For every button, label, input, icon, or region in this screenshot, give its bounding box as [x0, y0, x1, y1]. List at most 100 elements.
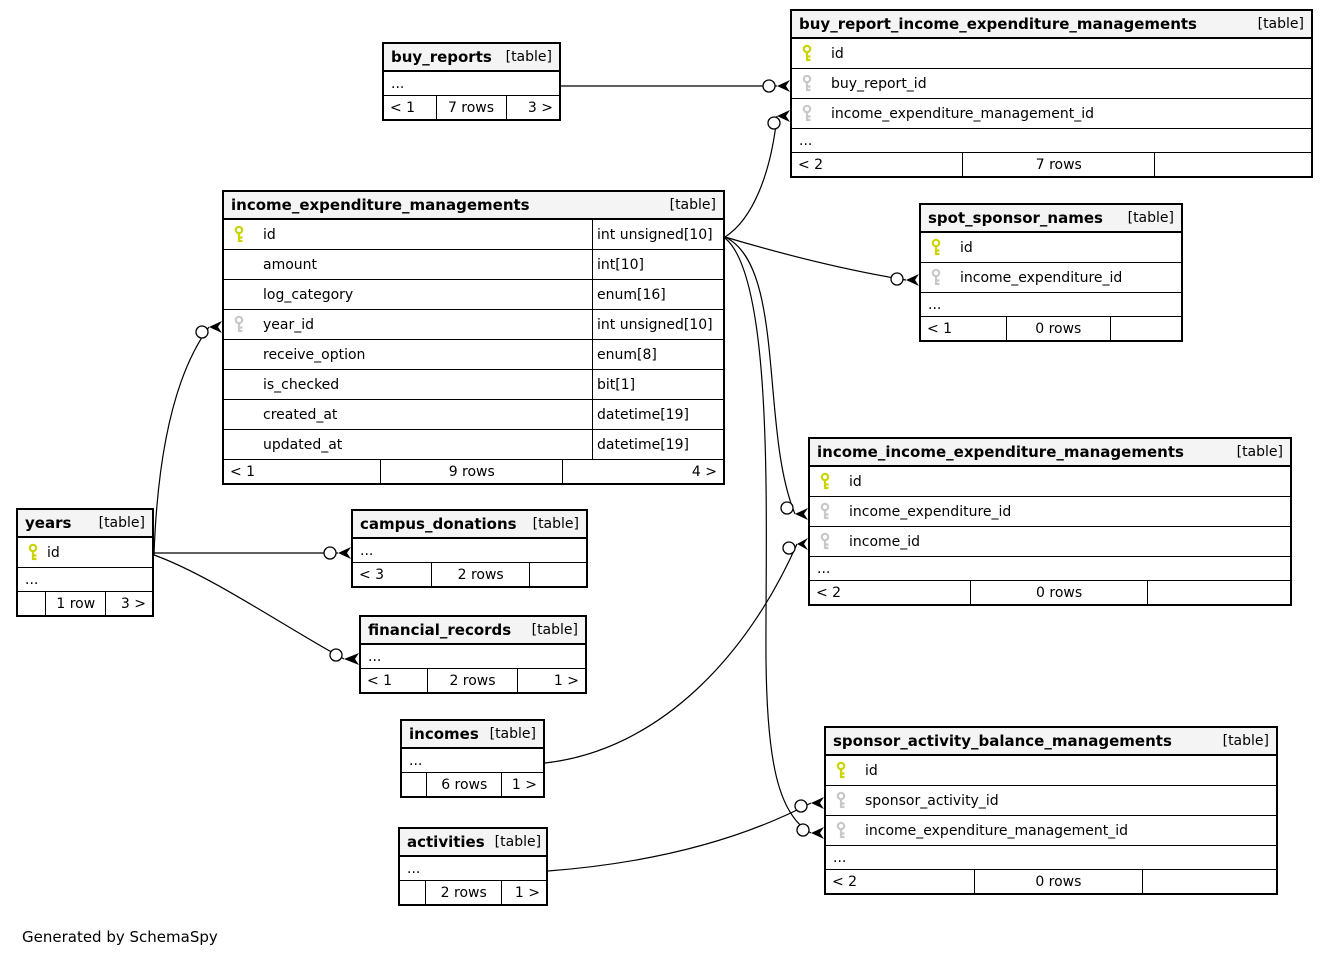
- column-name: id: [960, 239, 973, 256]
- primary-key-icon: [28, 543, 38, 562]
- column-row-log-category: log_category enum[16]: [224, 280, 723, 310]
- primary-key-icon: [820, 472, 830, 491]
- table-incomes[interactable]: incomes [table] ... 6 rows 1 >: [400, 719, 545, 798]
- table-sponsor-activity-balance-managements[interactable]: sponsor_activity_balance_managements [ta…: [824, 726, 1278, 895]
- column-type: enum[8]: [592, 340, 723, 369]
- column-row-id: id int unsigned[10]: [224, 220, 723, 250]
- ellipsis-row: ...: [400, 857, 546, 881]
- footer-rowcount: 0 rows: [971, 581, 1149, 604]
- column-row-receive-option: receive_option enum[8]: [224, 340, 723, 370]
- column-name: income_expenditure_management_id: [831, 105, 1095, 122]
- column-name: log_category: [263, 286, 354, 303]
- table-buy-reports[interactable]: buy_reports [table] ... < 1 7 rows 3 >: [382, 42, 561, 121]
- foreign-key-icon: [234, 315, 244, 334]
- column-type: bit[1]: [592, 370, 723, 399]
- table-activities[interactable]: activities [table] ... 2 rows 1 >: [398, 827, 548, 906]
- table-header: sponsor_activity_balance_managements [ta…: [826, 728, 1276, 756]
- footer-rowcount: 2 rows: [428, 669, 518, 692]
- column-name: income_expenditure_management_id: [865, 822, 1129, 839]
- primary-key-icon: [836, 761, 846, 780]
- relationship-line-iem-to-spot-sponsor-names: [724, 236, 907, 281]
- column-name: year_id: [263, 316, 315, 333]
- table-title[interactable]: campus_donations: [360, 515, 517, 533]
- footer-parents: [402, 773, 428, 796]
- footer-parents: < 1: [361, 669, 429, 692]
- column-name: income_expenditure_id: [960, 269, 1123, 286]
- footer-parents: < 3: [353, 563, 433, 586]
- column-type: datetime[19]: [592, 400, 723, 429]
- table-spot-sponsor-names[interactable]: spot_sponsor_names [table] id income_exp…: [919, 203, 1183, 342]
- table-title[interactable]: years: [25, 514, 72, 532]
- table-header: financial_records [table]: [361, 617, 585, 645]
- column-name: amount: [263, 256, 318, 273]
- column-row-updated-at: updated_at datetime[19]: [224, 430, 723, 460]
- table-tag: [table]: [532, 516, 579, 532]
- table-footer: < 1 0 rows: [921, 317, 1181, 340]
- table-title[interactable]: income_income_expenditure_managements: [817, 443, 1184, 461]
- table-title[interactable]: income_expenditure_managements: [231, 196, 530, 214]
- ellipsis-row: ...: [402, 749, 543, 773]
- column-row-is-checked: is_checked bit[1]: [224, 370, 723, 400]
- table-income-income-expenditure-managements[interactable]: income_income_expenditure_managements [t…: [808, 437, 1292, 606]
- footer-children: 3 >: [120, 595, 146, 612]
- column-row-income-expenditure-id: income_expenditure_id: [921, 263, 1181, 293]
- table-title[interactable]: spot_sponsor_names: [928, 209, 1103, 227]
- ellipsis-row: ...: [810, 557, 1290, 581]
- table-financial-records[interactable]: financial_records [table] ... < 1 2 rows…: [359, 615, 587, 694]
- table-tag: [table]: [1236, 444, 1283, 460]
- column-name: receive_option: [263, 346, 366, 363]
- table-title[interactable]: buy_reports: [391, 48, 492, 66]
- table-header: spot_sponsor_names [table]: [921, 205, 1181, 233]
- table-footer: 2 rows 1 >: [400, 881, 546, 904]
- column-row-id: id: [792, 39, 1311, 69]
- table-footer: < 2 7 rows: [792, 153, 1311, 176]
- table-footer: < 1 7 rows 3 >: [384, 96, 559, 119]
- relationship-line-years-to-financial-records: [153, 554, 345, 660]
- crow-foot-markers: [209, 80, 919, 839]
- footer-parents: < 2: [792, 153, 964, 176]
- relationship-line-incomes-to-income-managements: [544, 543, 798, 764]
- ellipsis-row: ...: [792, 129, 1311, 153]
- table-years[interactable]: years [table] id ... 1 row 3 >: [16, 508, 154, 617]
- column-name: sponsor_activity_id: [865, 792, 999, 809]
- foreign-key-icon: [820, 502, 830, 521]
- footer-children: 1 >: [514, 884, 540, 901]
- foreign-key-icon: [802, 74, 812, 93]
- column-row-created-at: created_at datetime[19]: [224, 400, 723, 430]
- column-row-income-expenditure-management-id: income_expenditure_management_id: [826, 816, 1276, 846]
- footer-children: 1 >: [511, 776, 537, 793]
- column-name: income_expenditure_id: [849, 503, 1012, 520]
- table-header: campus_donations [table]: [353, 511, 586, 539]
- table-title[interactable]: incomes: [409, 725, 479, 743]
- table-campus-donations[interactable]: campus_donations [table] ... < 3 2 rows: [351, 509, 588, 588]
- footer-parents: < 2: [810, 581, 971, 604]
- footer-parents: < 1: [224, 460, 382, 483]
- footer-children: 4 >: [691, 463, 717, 480]
- table-income-expenditure-managements[interactable]: income_expenditure_managements [table] i…: [222, 190, 725, 485]
- table-title[interactable]: activities: [407, 833, 485, 851]
- primary-key-icon: [931, 238, 941, 257]
- relationship-line-iem-to-income-managements: [724, 236, 796, 515]
- column-row-income-expenditure-management-id: income_expenditure_management_id: [792, 99, 1311, 129]
- table-buy-report-income-expenditure-managements[interactable]: buy_report_income_expenditure_management…: [790, 9, 1313, 178]
- column-row-buy-report-id: buy_report_id: [792, 69, 1311, 99]
- table-header: buy_report_income_expenditure_management…: [792, 11, 1311, 39]
- table-header: years [table]: [18, 510, 152, 538]
- table-title[interactable]: financial_records: [368, 621, 512, 639]
- table-title[interactable]: sponsor_activity_balance_managements: [833, 732, 1172, 750]
- table-header: buy_reports [table]: [384, 44, 559, 72]
- table-tag: [table]: [494, 834, 542, 850]
- table-header: activities [table]: [400, 829, 546, 857]
- foreign-key-icon: [836, 821, 846, 840]
- footer-rowcount: 2 rows: [426, 881, 503, 904]
- table-tag: [table]: [489, 726, 536, 742]
- footer-children: [1155, 153, 1311, 176]
- table-title[interactable]: buy_report_income_expenditure_management…: [799, 15, 1197, 33]
- ellipsis-row: ...: [826, 846, 1276, 870]
- footer-children: [1111, 317, 1181, 340]
- footer-children: 1 >: [553, 672, 579, 689]
- column-name: created_at: [263, 406, 338, 423]
- table-tag: [table]: [98, 515, 145, 531]
- column-type: int unsigned[10]: [592, 310, 723, 339]
- footer-rowcount: 9 rows: [381, 460, 564, 483]
